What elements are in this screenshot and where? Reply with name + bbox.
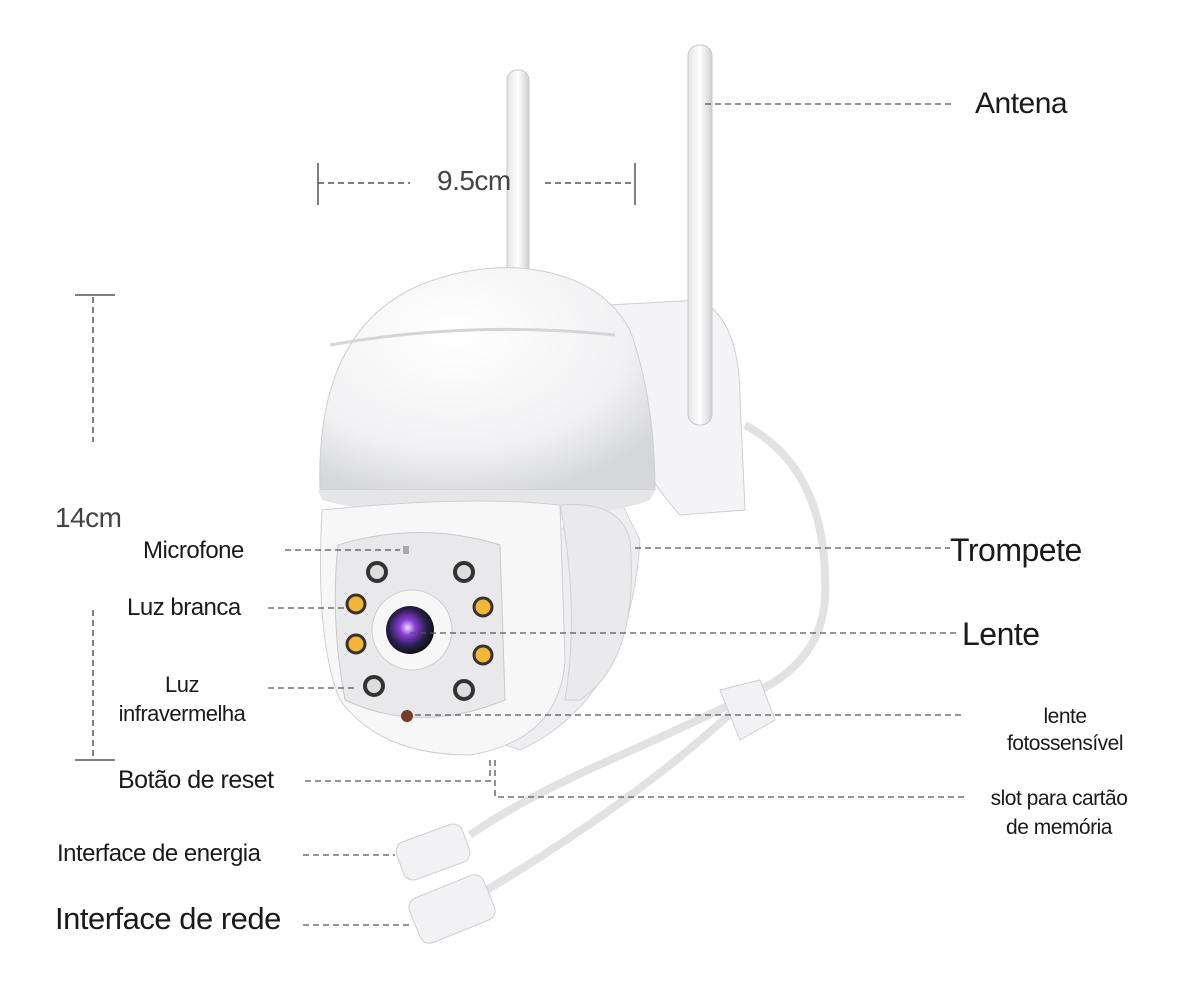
label-sd-slot-line1: slot para cartão <box>990 787 1128 810</box>
photosensor <box>401 710 413 722</box>
label-infrared-light: Luz infravermelha <box>96 670 268 728</box>
label-lens: Lente <box>962 616 1040 652</box>
network-connector <box>408 874 496 944</box>
label-microphone: Microfone <box>143 537 244 564</box>
label-white-light: Luz branca <box>127 594 241 621</box>
power-connector <box>395 823 471 881</box>
label-antenna: Antena <box>975 87 1068 120</box>
label-photosensitive-lens: lente fotossensível <box>975 703 1155 757</box>
width-label: 9.5cm <box>437 165 511 196</box>
label-speaker: Trompete <box>950 532 1082 568</box>
width-dimension-line <box>317 163 636 205</box>
label-reset-button: Botão de reset <box>118 766 274 794</box>
lens <box>386 606 434 654</box>
label-network-interface: Interface de rede <box>55 901 281 936</box>
right-antenna <box>687 44 713 426</box>
camera-illustration <box>318 44 830 944</box>
camera-dome <box>319 267 656 491</box>
label-photosensitive-line1: lente <box>1043 705 1087 728</box>
height-label: 14cm <box>55 502 122 533</box>
label-infrared-line1: Luz <box>165 672 199 697</box>
label-infrared-line2: infravermelha <box>118 701 246 726</box>
label-sd-slot: slot para cartão de memória <box>969 784 1149 842</box>
label-power-interface: Interface de energia <box>57 840 261 867</box>
label-sd-slot-line2: de memória <box>1006 816 1112 839</box>
label-photosensitive-line2: fotossensível <box>1006 732 1124 755</box>
height-dimension-line <box>75 294 115 761</box>
leds <box>345 561 494 701</box>
leader-lines <box>268 103 965 926</box>
microphone-hole <box>403 546 409 554</box>
